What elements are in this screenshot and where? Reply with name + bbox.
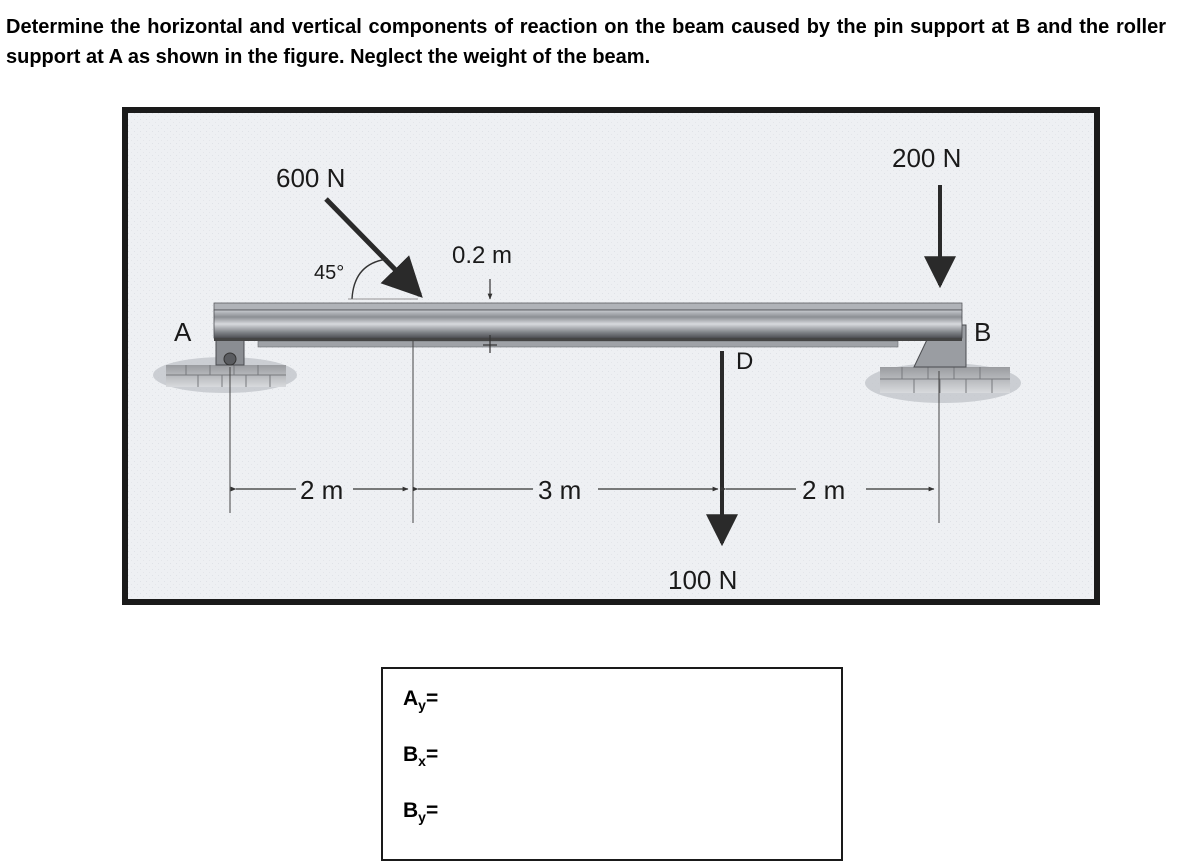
- support-b-label: B: [974, 317, 991, 347]
- dimension-3-label: 2 m: [802, 475, 845, 505]
- beam-diagram: A B D 600 N 200 N 100 N 45° 0.2 m 2 m 3 …: [128, 113, 1094, 599]
- beam: [213, 302, 963, 348]
- support-a-label: A: [174, 317, 192, 347]
- answer-ay-label: Ay=: [403, 687, 439, 714]
- depth-indicator: [483, 279, 497, 353]
- load-100-label: 100 N: [668, 565, 737, 595]
- answer-ay-input[interactable]: [453, 687, 817, 717]
- load-200-label: 200 N: [892, 143, 961, 173]
- dimension-2-label: 3 m: [538, 475, 581, 505]
- answer-box: Ay= Bx= By=: [381, 667, 843, 861]
- load-600-arrow: [324, 197, 423, 298]
- answer-bx-input[interactable]: [453, 743, 817, 773]
- point-d-label: D: [736, 348, 753, 375]
- dimension-extensions: [229, 341, 940, 523]
- beam-depth-label: 0.2 m: [452, 242, 512, 269]
- beam-figure: A B D 600 N 200 N 100 N 45° 0.2 m 2 m 3 …: [122, 107, 1100, 605]
- angle-arc-icon: [351, 258, 389, 300]
- dimension-1-label: 2 m: [300, 475, 343, 505]
- angle-label: 45°: [314, 262, 344, 284]
- ground-b: [865, 363, 1021, 403]
- ground-a: [153, 357, 297, 393]
- answer-bx-label: Bx=: [403, 743, 439, 770]
- answer-by-input[interactable]: [453, 799, 817, 829]
- load-600-label: 600 N: [276, 163, 345, 193]
- question-text: Determine the horizontal and vertical co…: [6, 16, 1166, 68]
- answer-by-label: By=: [403, 799, 439, 826]
